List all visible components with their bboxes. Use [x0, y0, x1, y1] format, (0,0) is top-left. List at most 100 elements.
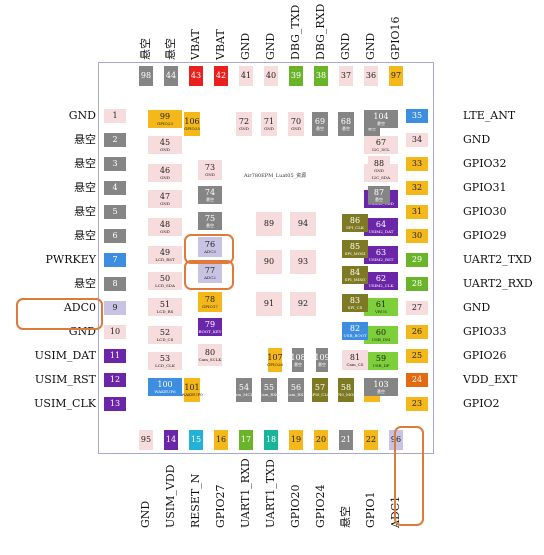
- pin-number: 27: [411, 303, 423, 312]
- pin-function: SPI0_MOSI: [334, 391, 358, 397]
- highlight-box-pin-76: [184, 234, 234, 264]
- pin-function: BOOT_KEY: [198, 328, 222, 334]
- pin-number: 9: [112, 303, 118, 312]
- bottom-pin-16: 16: [214, 430, 228, 450]
- pin-number: 13: [109, 399, 121, 408]
- right-pin-27: 27: [406, 301, 428, 315]
- left-label-1: GND: [68, 109, 96, 122]
- bottom-pin-18: 18: [264, 430, 278, 450]
- pin-function: USB_BOOT: [343, 332, 367, 338]
- pin-function: 悬空: [375, 196, 383, 202]
- bottom-label-15: RESET_N: [189, 473, 202, 528]
- pin-function: WAKEUP6: [154, 388, 176, 394]
- pin-number: 40: [265, 71, 277, 80]
- right-label-27: GND: [463, 301, 491, 314]
- pin-number: 50: [159, 273, 171, 283]
- pin-number: 82: [349, 323, 361, 333]
- pin-number: 68: [340, 116, 352, 126]
- pin-function: GND: [160, 174, 170, 180]
- top-label-98: 悬空: [139, 38, 152, 60]
- pin-number: 99: [159, 111, 171, 121]
- right-label-24: VDD_EXT: [463, 373, 518, 386]
- left-pin-8: 8: [104, 277, 126, 291]
- pin-function: 悬空: [316, 125, 324, 131]
- core-pin-94: 94: [290, 212, 316, 236]
- top-label-37: GND: [339, 32, 352, 60]
- left-pin-5: 5: [104, 205, 126, 219]
- right-pin-33: 33: [406, 157, 428, 171]
- core-pin-92: 92: [290, 292, 316, 316]
- pin-function: 悬空: [318, 361, 326, 367]
- pin-number: 95: [140, 435, 152, 444]
- pin-number: 8: [112, 279, 118, 288]
- highlight-box-pin-77: [184, 260, 234, 290]
- pin-number: 55: [263, 382, 275, 392]
- pin-number: 60: [375, 327, 387, 337]
- pin-number: 34: [411, 135, 423, 144]
- right-label-25: GPIO26: [463, 349, 507, 362]
- pin-function: USB_DP: [372, 362, 390, 368]
- pin-number: 5: [112, 207, 118, 216]
- left-pin-1: 1: [104, 109, 126, 123]
- pin-number: 88: [373, 158, 385, 168]
- pin-number: 63: [375, 247, 387, 257]
- pin-number: 104: [373, 111, 389, 121]
- bottom-label-14: USIM_VDD: [164, 464, 177, 529]
- right-pin-35: 35: [406, 109, 428, 123]
- bottom-pin-22: 22: [364, 430, 378, 450]
- pin-number: 38: [315, 71, 327, 80]
- pin-function: LCD_CS: [156, 336, 174, 342]
- pin-number: 67: [375, 137, 387, 147]
- left-label-6: 悬空: [74, 229, 96, 242]
- pin-number: 26: [411, 327, 423, 336]
- top-pin-97: 97: [389, 66, 403, 86]
- right-pin-32: 32: [406, 181, 428, 195]
- bottom-pin-14: 14: [164, 430, 178, 450]
- left-label-9: ADC0: [63, 301, 96, 314]
- pin-number: 19: [290, 435, 302, 444]
- pin-function: SPI_MOSI: [344, 250, 366, 256]
- pin-function: SPI_CS: [347, 304, 363, 310]
- pin-function: ADC3: [204, 248, 216, 254]
- pin-number: 106: [184, 116, 200, 126]
- pin-number: 10: [109, 327, 121, 336]
- top-label-44: 悬空: [164, 38, 177, 60]
- right-pin-26: 26: [406, 325, 428, 339]
- pin-function: 悬空: [206, 196, 214, 202]
- pin-number: 14: [165, 435, 177, 444]
- pin-function: Cam_SCLK: [198, 356, 222, 362]
- pin-number: 23: [411, 399, 423, 408]
- pin-function: GND: [239, 125, 249, 131]
- pin-function: Cam_RX0: [259, 391, 279, 397]
- pin-number: 90: [263, 257, 275, 266]
- pin-function: GND: [160, 200, 170, 206]
- pin-number: 94: [297, 219, 309, 228]
- pin-number: 64: [375, 219, 387, 229]
- right-label-28: UART2_RXD: [463, 277, 533, 290]
- bottom-pin-20: 20: [314, 430, 328, 450]
- pin-number: 2: [112, 135, 118, 144]
- pin-function: I2C_SDA: [371, 174, 391, 180]
- top-label-41: GND: [239, 32, 252, 60]
- pin-number: 109: [314, 352, 330, 362]
- pin-number: 53: [159, 353, 171, 363]
- left-pin-13: 13: [104, 397, 126, 411]
- pin-number: 49: [159, 247, 171, 257]
